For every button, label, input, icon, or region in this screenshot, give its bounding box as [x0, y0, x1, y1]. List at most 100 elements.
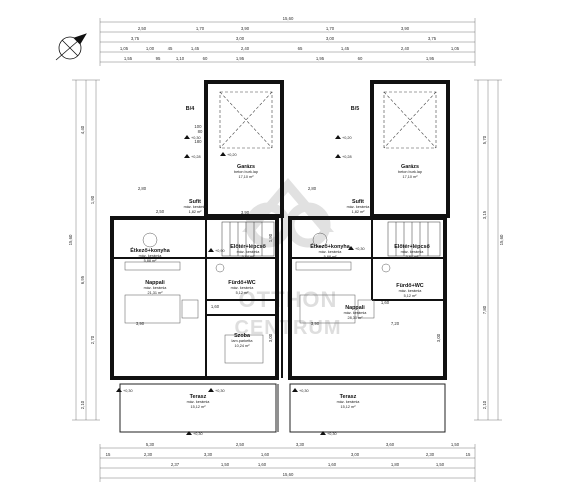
level-8: +0,28	[342, 155, 352, 159]
dim-bottom-r3-1: 1,50	[221, 462, 230, 467]
room-dining-left-name: Étkező+konyha	[130, 246, 170, 254]
dim-top-r4-6: 60	[358, 56, 363, 61]
room-dining-right-detail: máz. kerámia	[319, 250, 343, 254]
room-dining-right-area: 5,88 m²	[324, 255, 338, 259]
dim-top-r1-4: 3,90	[401, 26, 410, 31]
interior-walls	[112, 82, 445, 378]
walls	[110, 80, 450, 380]
dim-top-r1-1: 1,70	[196, 26, 205, 31]
inner-dim-6: 2,50	[156, 209, 165, 214]
dim-bottom-r1-3: 3,60	[386, 442, 395, 447]
inner-dim-11: 1,90	[268, 233, 273, 242]
room-living-left-detail: máz. kerámia	[144, 286, 168, 290]
room-storage-left-name: Sufit	[189, 199, 201, 205]
table-right	[357, 299, 375, 319]
level-6: +0,30	[215, 389, 225, 393]
dim-left-seg-0: 4,40	[80, 125, 85, 134]
toilet-left	[215, 263, 225, 273]
table-left	[181, 299, 199, 319]
dim-top-total: 15,60	[283, 16, 294, 21]
sofa-left	[124, 294, 181, 324]
inner-dim-12: 80	[198, 129, 203, 134]
room-hall-left-name: Előtér+lépcső	[230, 244, 266, 250]
room-bath-right-detail: máz. kerámia	[399, 289, 423, 293]
level-7: +0,20	[342, 136, 352, 140]
dim-top-r4-4: 1,95	[236, 56, 245, 61]
dim-bottom-r1-1: 2,50	[236, 442, 245, 447]
dim-top-r4-2: 1,10	[176, 56, 185, 61]
level-9: +0,30	[355, 247, 365, 251]
inner-dim-13: 100	[194, 124, 202, 129]
dining-table-left	[142, 232, 158, 248]
dim-left-seg-3: 2,70	[90, 335, 95, 344]
dim-top-r3-7: 2,40	[401, 46, 410, 51]
level-marker-icon	[348, 246, 354, 250]
dim-bottom-r3-0: 2,37	[171, 462, 180, 467]
dim-bottom-r2-1: 2,30	[144, 452, 153, 457]
room-hall-right-detail: máz. kerámia	[401, 250, 425, 254]
sofa-right	[299, 294, 356, 324]
inner-dim-2: 3,90	[136, 321, 145, 326]
dim-top-r3-4: 2,40	[241, 46, 250, 51]
level-marker-icon	[335, 154, 341, 158]
inner-dim-9: 3,00	[268, 333, 273, 342]
room-living-right-area: 28,30 m²	[348, 316, 364, 320]
level-marker-icon	[184, 135, 190, 139]
room-dining-left-detail: máz. kerámia	[139, 254, 163, 258]
dim-left-seg-4: 2,10	[80, 400, 85, 409]
right-dimensions	[474, 79, 502, 421]
room-storage-left-area: 1,82 m²	[189, 210, 203, 214]
room-hall-right-name: Előtér+lépcső	[394, 244, 430, 250]
inner-dim-8: 1,60	[381, 300, 390, 305]
room-bedroom-left-area: 10,24 m²	[235, 344, 251, 348]
inner-dim-0: 2,80	[138, 186, 147, 191]
dim-top-r2-1: 3,00	[236, 36, 245, 41]
room-bedroom-left-name: Szoba	[234, 333, 251, 339]
inner-dim-5: 7,20	[391, 321, 400, 326]
level-11: +0,30	[327, 432, 337, 436]
room-dining-left-area: 5,88 m²	[144, 259, 158, 263]
room-storage-left-detail: máz. kerámia	[184, 205, 208, 209]
dim-top-r4-0: 1,55	[124, 56, 133, 61]
room-bedroom-left-detail: lam.parketta	[232, 339, 254, 343]
dim-right-total: 15,60	[499, 234, 504, 245]
dim-bottom-r3-2: 1,60	[258, 462, 267, 467]
furniture	[124, 232, 391, 364]
dim-left-seg-2: 1,90	[90, 195, 95, 204]
room-bath-left-name: Fürdő+WC	[228, 280, 256, 286]
room-hall-left-detail: máz. kerámia	[237, 250, 261, 254]
dim-top-r3-0: 1,05	[120, 46, 129, 51]
dim-top-r2-0: 3,75	[131, 36, 140, 41]
dim-top-r3-6: 1,45	[341, 46, 350, 51]
room-terrace-left-detail: máz. kerámia	[187, 400, 211, 404]
level-3: +0,28	[191, 155, 201, 159]
dim-top-r4-5: 1,95	[316, 56, 325, 61]
dim-right-seg-2: 7,80	[482, 305, 487, 314]
level-marker-icon	[208, 388, 214, 392]
level-marker-icon	[184, 154, 190, 158]
dim-bottom-r3-4: 1,80	[391, 462, 400, 467]
toilet-right	[381, 263, 391, 273]
level-4: +0,90	[215, 249, 225, 253]
dim-bottom-r1-2: 3,30	[296, 442, 305, 447]
unit-label-left: B/4	[186, 106, 194, 112]
dim-right-seg-0: 5,70	[482, 135, 487, 144]
kitchen-counter-right	[295, 261, 352, 271]
dim-top-r1-3: 1,70	[326, 26, 335, 31]
room-terrace-left-area: 15,12 m²	[191, 405, 207, 409]
room-garage-left-name: Garázs	[237, 164, 255, 170]
dim-top-r3-5: 65	[298, 46, 303, 51]
stairs	[221, 221, 441, 257]
level-marker-icon	[208, 248, 214, 252]
inner-dim-10: 3,00	[436, 333, 441, 342]
dim-top-r3-1: 1,00	[146, 46, 155, 51]
level-markers	[116, 135, 354, 435]
dim-bottom-r2-4: 3,00	[351, 452, 360, 457]
dim-left-total: 15,60	[68, 234, 73, 245]
left-dimensions	[72, 79, 100, 421]
room-terrace-right-name: Terasz	[340, 394, 357, 400]
level-marker-icon	[335, 135, 341, 139]
inner-dim-7: 1,60	[211, 304, 220, 309]
room-living-left-name: Nappali	[145, 280, 165, 286]
